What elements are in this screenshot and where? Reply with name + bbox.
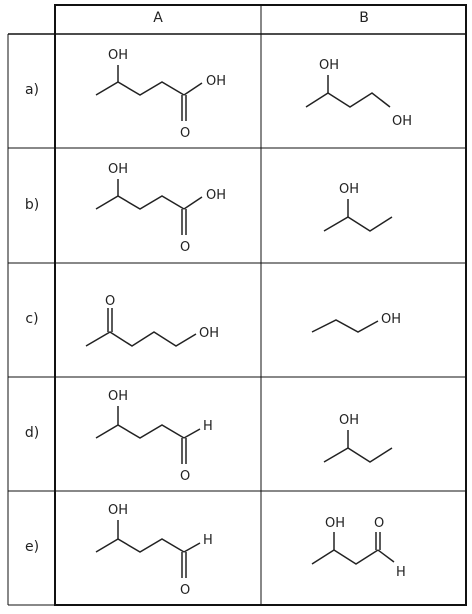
atom-label: O — [105, 294, 115, 309]
atom-label: OH — [108, 503, 128, 518]
atom-label: OH — [206, 74, 226, 89]
atom-label: OH — [339, 413, 359, 428]
row-label: b) — [24, 197, 40, 213]
row-label: e) — [24, 539, 40, 555]
atom-label: OH — [339, 182, 359, 197]
atom-label: O — [180, 126, 190, 141]
atom-label: OH — [108, 48, 128, 63]
row-label: d) — [24, 425, 40, 441]
atom-label: OH — [325, 516, 345, 531]
structure-e-col-a: OH H O — [95, 503, 213, 598]
row-label: a) — [24, 82, 40, 98]
atom-label: OH — [392, 114, 412, 129]
atom-label: OH — [206, 188, 226, 203]
atom-label: H — [396, 565, 406, 580]
atom-label: OH — [199, 326, 219, 341]
structure-c-col-a: O OH — [85, 294, 219, 347]
atom-label: O — [180, 469, 190, 484]
atom-label: O — [374, 516, 384, 531]
atom-label: O — [180, 583, 190, 598]
structure-b-col-b: OH — [323, 182, 393, 232]
atom-label: OH — [108, 162, 128, 177]
structure-b-col-a: OH OH O — [95, 162, 226, 255]
atom-label: H — [203, 533, 213, 548]
atom-label: OH — [108, 389, 128, 404]
structure-c-col-b: OH — [311, 312, 401, 333]
column-header-a: A — [153, 10, 163, 26]
atom-label: OH — [319, 58, 339, 73]
atom-label: O — [180, 240, 190, 255]
structure-d-col-a: OH H O — [95, 389, 213, 484]
atom-label: OH — [381, 312, 401, 327]
structure-d-col-b: OH — [323, 413, 393, 463]
atom-label: H — [203, 419, 213, 434]
structure-e-col-b: OH O H — [311, 516, 406, 580]
structure-a-col-b: OH OH — [305, 58, 412, 129]
column-header-b: B — [359, 10, 369, 26]
structure-a-col-a: OH OH O — [95, 48, 226, 141]
row-label: c) — [25, 311, 39, 327]
